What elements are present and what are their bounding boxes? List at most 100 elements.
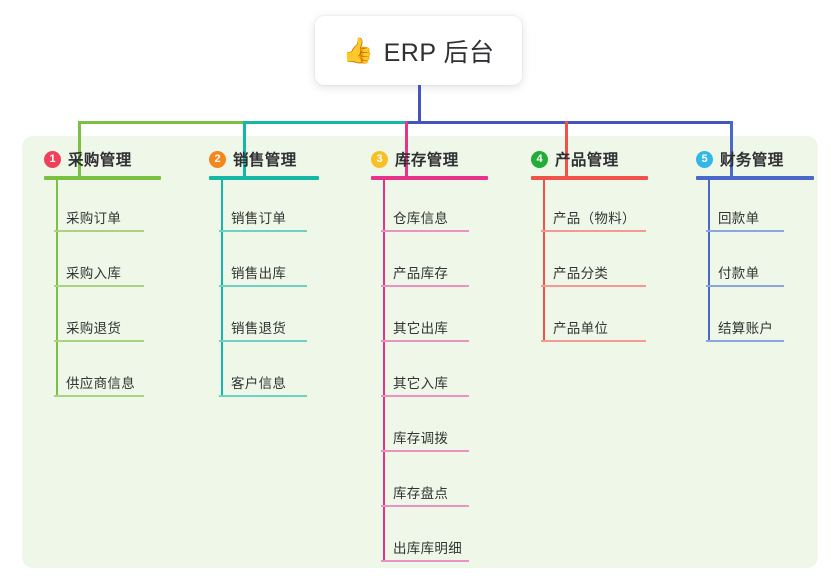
leaf-item-label: 其它入库 [393,376,449,391]
leaf-item-rule [541,285,646,287]
drop-connector-inventory [405,121,408,180]
leaf-item[interactable]: 产品库存 [371,255,475,287]
leaf-item[interactable]: 其它出库 [371,310,475,342]
trunk-connector [418,85,421,124]
leaf-item-rule [381,230,469,232]
leaf-item[interactable]: 出库库明细 [371,530,475,562]
branch-column-inventory: 3 库存管理仓库信息产品库存其它出库其它入库库存调拨库存盘点出库库明细 [371,0,531,588]
branch-header-rule-finance [696,176,814,180]
leaf-item-label: 库存调拨 [393,431,449,446]
leaf-item[interactable]: 客户信息 [209,365,313,397]
leaf-item-label: 产品（物料） [553,211,636,226]
leaf-item-rule [54,230,144,232]
branch-number-badge-inventory: 3 [371,150,388,168]
leaf-item-rule [381,395,469,397]
branch-column-sales: 2 销售管理销售订单销售出库销售退货客户信息 [209,0,369,588]
leaf-item-rule [381,560,469,562]
branch-title-finance: 财务管理 [720,152,784,169]
branch-header-sales[interactable]: 2 销售管理 [209,148,297,170]
leaf-item-label: 销售出库 [231,266,287,281]
branch-spine-finance [708,176,710,342]
leaf-item-rule [54,340,144,342]
root-node-title: ERP 后台 [383,38,495,67]
branch-title-inventory: 库存管理 [395,152,459,169]
branch-column-product: 4 产品管理产品（物料） 产品分类产品单位 [531,0,691,588]
leaf-item-rule [706,285,784,287]
drop-connector-product [565,121,568,180]
leaf-item-label: 付款单 [718,266,760,281]
leaf-item-label: 销售订单 [231,211,287,226]
leaf-item-label: 采购订单 [66,211,122,226]
leaf-item[interactable]: 仓库信息 [371,200,475,232]
leaf-item[interactable]: 产品（物料） [531,200,652,232]
leaf-item-rule [381,450,469,452]
leaf-item-label: 库存盘点 [393,486,449,501]
bus-segment-teal [243,121,408,124]
leaf-item[interactable]: 销售订单 [209,200,313,232]
leaf-item[interactable]: 结算账户 [696,310,790,342]
leaf-item-label: 客户信息 [231,376,287,391]
branch-header-rule-product [531,176,648,180]
leaf-item-label: 销售退货 [231,321,287,336]
leaf-item-rule [541,340,646,342]
leaf-item[interactable]: 库存调拨 [371,420,475,452]
branch-column-finance: 5 财务管理回款单付款单结算账户 [696,0,839,588]
bus-segment-indigo [405,121,733,124]
leaf-item[interactable]: 库存盘点 [371,475,475,507]
branch-header-purchase[interactable]: 1 采购管理 [44,148,132,170]
leaf-item-label: 其它出库 [393,321,449,336]
branch-header-product[interactable]: 4 产品管理 [531,148,619,170]
branch-number-badge-sales: 2 [209,150,226,168]
leaf-item-rule [54,285,144,287]
leaf-item-label: 产品库存 [393,266,449,281]
leaf-item[interactable]: 采购订单 [44,200,150,232]
branch-column-purchase: 1 采购管理采购订单采购入库采购退货供应商信息 [44,0,204,588]
drop-connector-finance [730,121,733,180]
leaf-item-label: 供应商信息 [66,376,135,391]
leaf-item-label: 回款单 [718,211,760,226]
branch-number-badge-finance: 5 [696,150,713,168]
leaf-item-rule [381,340,469,342]
leaf-item-rule [706,230,784,232]
leaf-item[interactable]: 付款单 [696,255,790,287]
leaf-item-rule [541,230,646,232]
drop-connector-sales [243,121,246,180]
leaf-item[interactable]: 回款单 [696,200,790,232]
leaf-item-rule [219,230,307,232]
bus-segment-green [78,121,246,124]
branch-header-finance[interactable]: 5 财务管理 [696,148,784,170]
leaf-item-rule [219,285,307,287]
leaf-item-rule [706,340,784,342]
branch-title-purchase: 采购管理 [68,152,132,169]
branch-number-badge-product: 4 [531,150,548,168]
branch-spine-inventory [383,176,385,562]
leaf-item[interactable]: 采购入库 [44,255,150,287]
leaf-item[interactable]: 供应商信息 [44,365,150,397]
leaf-item-label: 产品分类 [553,266,609,281]
leaf-item[interactable]: 其它入库 [371,365,475,397]
leaf-item[interactable]: 产品单位 [531,310,652,342]
leaf-item-rule [381,285,469,287]
branch-header-inventory[interactable]: 3 库存管理 [371,148,459,170]
leaf-item[interactable]: 采购退货 [44,310,150,342]
leaf-item-label: 出库库明细 [393,541,462,556]
leaf-item-label: 采购入库 [66,266,122,281]
leaf-item-label: 结算账户 [718,321,774,336]
leaf-item[interactable]: 销售出库 [209,255,313,287]
branch-header-rule-sales [209,176,319,180]
leaf-item-rule [381,505,469,507]
leaf-item-rule [219,340,307,342]
thumbs-up-icon: 👍 [342,36,374,65]
branch-header-rule-purchase [44,176,161,180]
leaf-item[interactable]: 产品分类 [531,255,652,287]
leaf-item[interactable]: 销售退货 [209,310,313,342]
branch-title-sales: 销售管理 [233,152,297,169]
branch-number-badge-purchase: 1 [44,150,61,168]
branches-panel [22,136,818,568]
leaf-item-label: 采购退货 [66,321,122,336]
branch-title-product: 产品管理 [555,152,619,169]
leaf-item-label: 产品单位 [553,321,609,336]
leaf-item-rule [219,395,307,397]
root-node-card[interactable]: 👍 ERP 后台 [315,16,522,85]
